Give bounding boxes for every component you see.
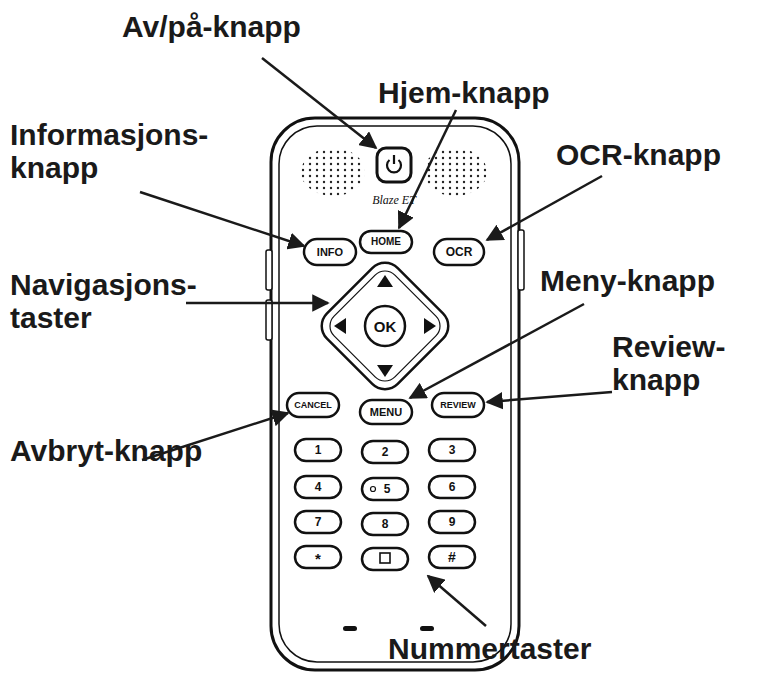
- key-label: 7: [315, 516, 322, 528]
- callout-label: OCR-knapp: [556, 138, 756, 171]
- key-label: 5: [384, 483, 391, 495]
- callout-label: Navigasjons- taster: [10, 268, 200, 334]
- callout-label: Av/på-knapp: [122, 10, 352, 43]
- key-label: *: [315, 551, 321, 566]
- key-label: 6: [449, 481, 456, 493]
- callout-label: Review- knapp: [612, 330, 752, 396]
- key-label: OK: [374, 319, 397, 334]
- key-label: 8: [382, 518, 389, 530]
- key-label: #: [448, 550, 456, 564]
- callout-label: Nummertaster: [388, 632, 638, 665]
- key-label: HOME: [371, 237, 401, 247]
- callout-label: Hjem-knapp: [378, 76, 608, 109]
- callout-label: Avbryt-knapp: [10, 434, 250, 467]
- key-label: 4: [315, 481, 322, 493]
- key-label: OCR: [446, 246, 473, 258]
- callout-label: Meny-knapp: [540, 264, 755, 297]
- callout-label: Informasjons- knapp: [10, 118, 225, 184]
- key-label: REVIEW: [440, 401, 476, 410]
- key-label: 9: [449, 516, 456, 528]
- key-label: CANCEL: [294, 401, 332, 410]
- key-label: 1: [315, 444, 322, 456]
- key-label: INFO: [317, 247, 343, 258]
- key-label: 3: [449, 444, 456, 456]
- key-label: MENU: [370, 407, 402, 418]
- key-label: 2: [382, 446, 389, 458]
- key-label: Blaze ET: [372, 194, 416, 206]
